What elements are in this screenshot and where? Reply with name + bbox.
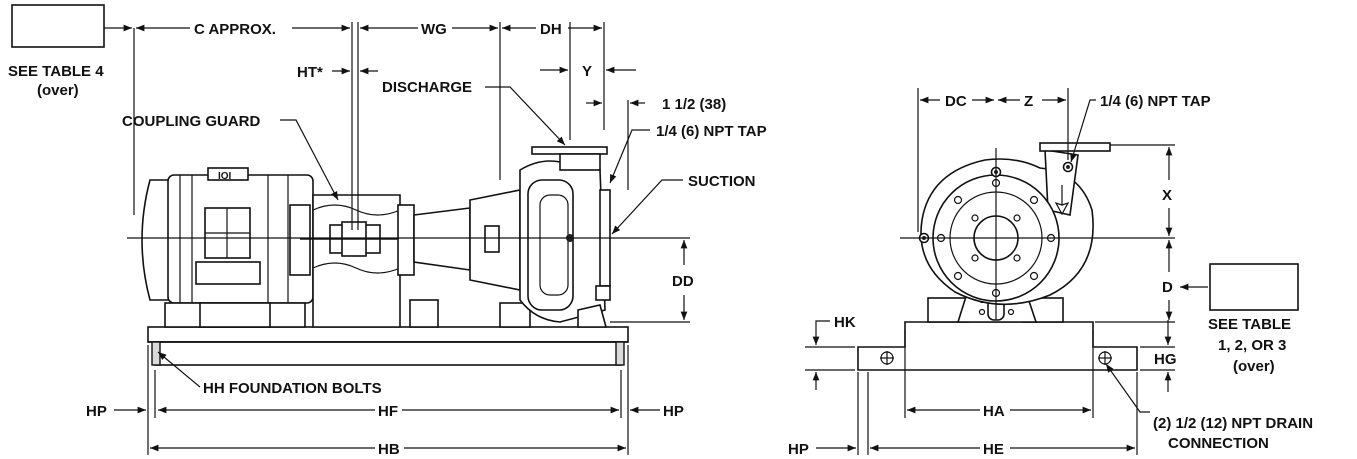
hg-label: HG: [1154, 351, 1177, 368]
c-approx-label: C APPROX.: [194, 21, 276, 38]
bearing-frame: [397, 189, 531, 328]
ht-label: HT*: [297, 64, 323, 81]
wg-label: WG: [421, 21, 447, 38]
motor-table-box: [11, 4, 105, 48]
end-npt-tap-label: 1/4 (6) NPT TAP: [1100, 93, 1211, 110]
hp-left-label: HP: [86, 403, 107, 420]
hk-label: HK: [834, 314, 856, 331]
d-label: D: [1162, 279, 1173, 296]
pump-casing: [519, 146, 611, 328]
end-view: DC Z 1/4 (6) NPT TAP X D SEE TABLE 1, 2,…: [788, 88, 1313, 458]
y-label: Y: [582, 63, 592, 80]
discharge-label: DISCHARGE: [382, 79, 472, 96]
end-hp-label: HP: [788, 441, 809, 458]
drain-label-line2: CONNECTION: [1168, 435, 1269, 452]
drain-label-line1: (2) 1/2 (12) NPT DRAIN: [1153, 415, 1313, 432]
motor: IOI: [141, 167, 314, 328]
x-label: X: [1162, 187, 1172, 204]
see-table-4-note: (over): [37, 82, 79, 99]
see-table-line2: 1, 2, OR 3: [1218, 337, 1286, 354]
svg-text:IOI: IOI: [218, 171, 232, 182]
coupling-guard: [300, 194, 420, 328]
see-table-note: (over): [1233, 358, 1275, 375]
dc-label: DC: [945, 93, 967, 110]
flange-dim-label: 1 1/2 (38): [662, 96, 726, 113]
hf-label: HF: [378, 403, 398, 420]
coupling-guard-label: COUPLING GUARD: [122, 113, 261, 130]
baseplate: [147, 326, 629, 366]
he-label: HE: [983, 441, 1004, 458]
ha-label: HA: [983, 403, 1005, 420]
suction-label: SUCTION: [688, 173, 756, 190]
base-table-box: [1209, 263, 1299, 311]
side-view: IOI: [8, 4, 767, 458]
dh-label: DH: [540, 21, 562, 38]
side-npt-tap-label: 1/4 (6) NPT TAP: [656, 123, 767, 140]
hb-label: HB: [378, 441, 400, 458]
see-table-label: SEE TABLE: [1208, 316, 1291, 333]
dd-label: DD: [672, 273, 694, 290]
hp-right-label: HP: [663, 403, 684, 420]
z-label: Z: [1024, 93, 1033, 110]
foundation-bolts-label: HH FOUNDATION BOLTS: [203, 380, 382, 397]
see-table-4-label: SEE TABLE 4: [8, 63, 104, 80]
